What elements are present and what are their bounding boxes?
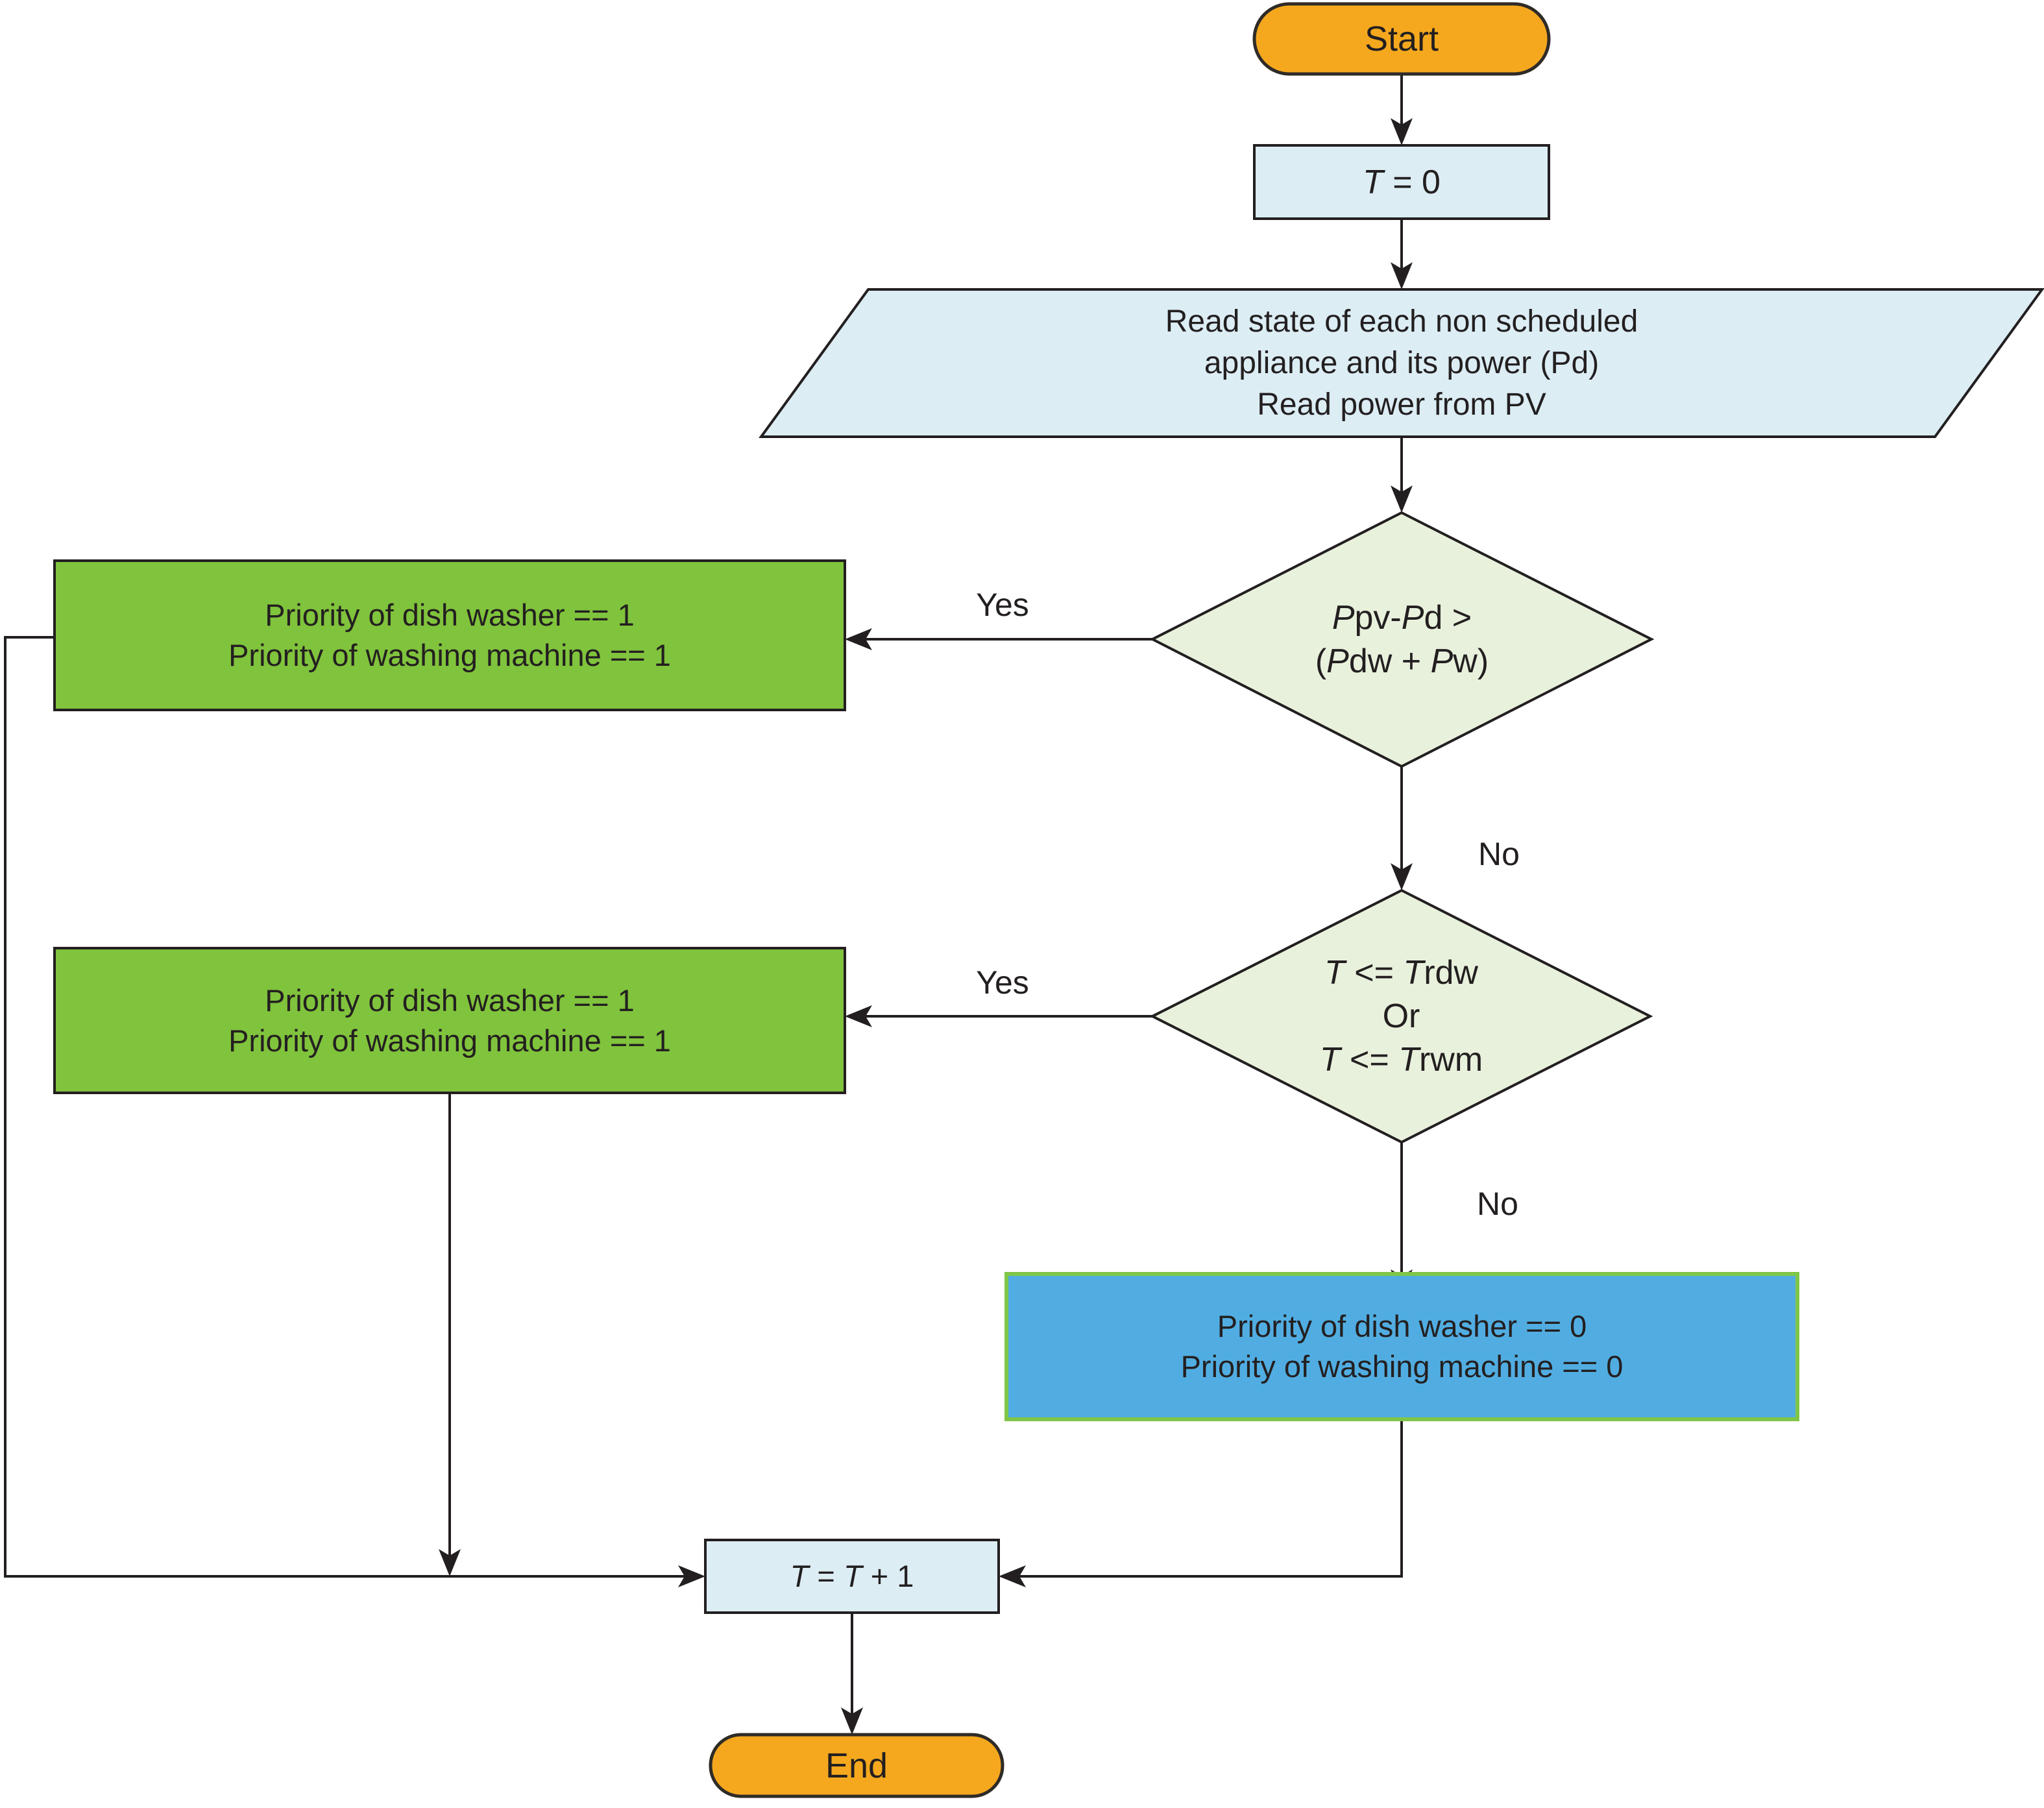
increment-process-shape (704, 1539, 1000, 1614)
priority-off-shape (1004, 1272, 1799, 1421)
arrowhead-left-icon (845, 1005, 872, 1027)
arrowhead-down-icon (841, 1707, 863, 1735)
arrowhead-down-icon (1391, 485, 1413, 513)
arrowhead-right-icon (678, 1565, 705, 1587)
start-terminator-shape (1252, 2, 1551, 76)
decision2-diamond-shape (1149, 888, 1653, 1144)
arrowhead-down-icon (439, 1549, 461, 1576)
priority-on-1-shape (53, 559, 846, 711)
arrowhead-left-icon (845, 628, 872, 650)
arrowhead-left-icon (999, 1565, 1026, 1587)
arrowhead-down-icon (1391, 863, 1413, 890)
edge-priority1-loop (4, 636, 685, 1578)
arrowhead-down-icon (1391, 262, 1413, 289)
connectors (4, 73, 1403, 1715)
arrowhead-down-icon (1391, 118, 1413, 145)
priority-on-2-shape (53, 947, 846, 1094)
end-terminator-shape (709, 1733, 1004, 1798)
read-io-parallelogram-shape (759, 288, 2044, 438)
decision1-diamond-shape (1149, 511, 1655, 768)
init-process-shape (1253, 144, 1550, 220)
edge-priorityoff-to-increment (1019, 1419, 1403, 1578)
